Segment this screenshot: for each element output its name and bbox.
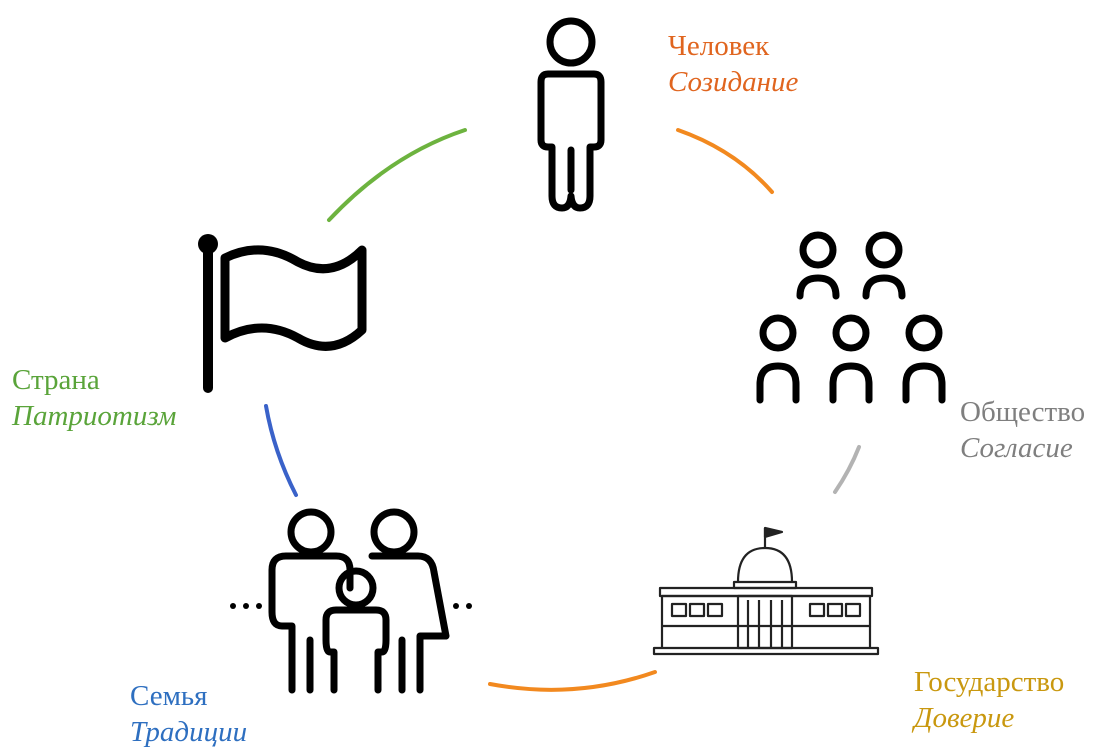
label-state: Государство Доверие <box>914 664 1064 736</box>
state-value: Доверие <box>914 702 1015 734</box>
government-building-icon <box>652 526 880 656</box>
connector-state-family <box>488 670 657 692</box>
label-country: Страна Патриотизм <box>12 362 176 434</box>
state-title: Государство <box>914 666 1065 698</box>
society-title: Общество <box>960 396 1086 428</box>
society-value: Согласие <box>960 432 1073 464</box>
person-icon <box>537 17 605 212</box>
person-title: Человек <box>668 30 770 62</box>
connector-family-country <box>264 404 298 497</box>
family-value: Традиции <box>130 716 248 748</box>
flag-icon <box>198 234 367 393</box>
connector-society-state <box>833 445 861 494</box>
label-person: Человек Созидание <box>668 28 798 100</box>
person-value: Созидание <box>668 66 799 98</box>
label-society: Общество Согласие <box>960 394 1085 466</box>
group-of-people-icon <box>756 231 946 404</box>
connector-country-person <box>327 128 467 222</box>
label-family: Семья Традиции <box>130 678 247 750</box>
family-side-dots <box>230 603 472 609</box>
family-title: Семья <box>130 680 208 712</box>
connector-person-society <box>676 128 774 194</box>
country-value: Патриотизм <box>12 400 177 432</box>
family-icon <box>268 508 450 694</box>
country-title: Страна <box>12 364 100 396</box>
